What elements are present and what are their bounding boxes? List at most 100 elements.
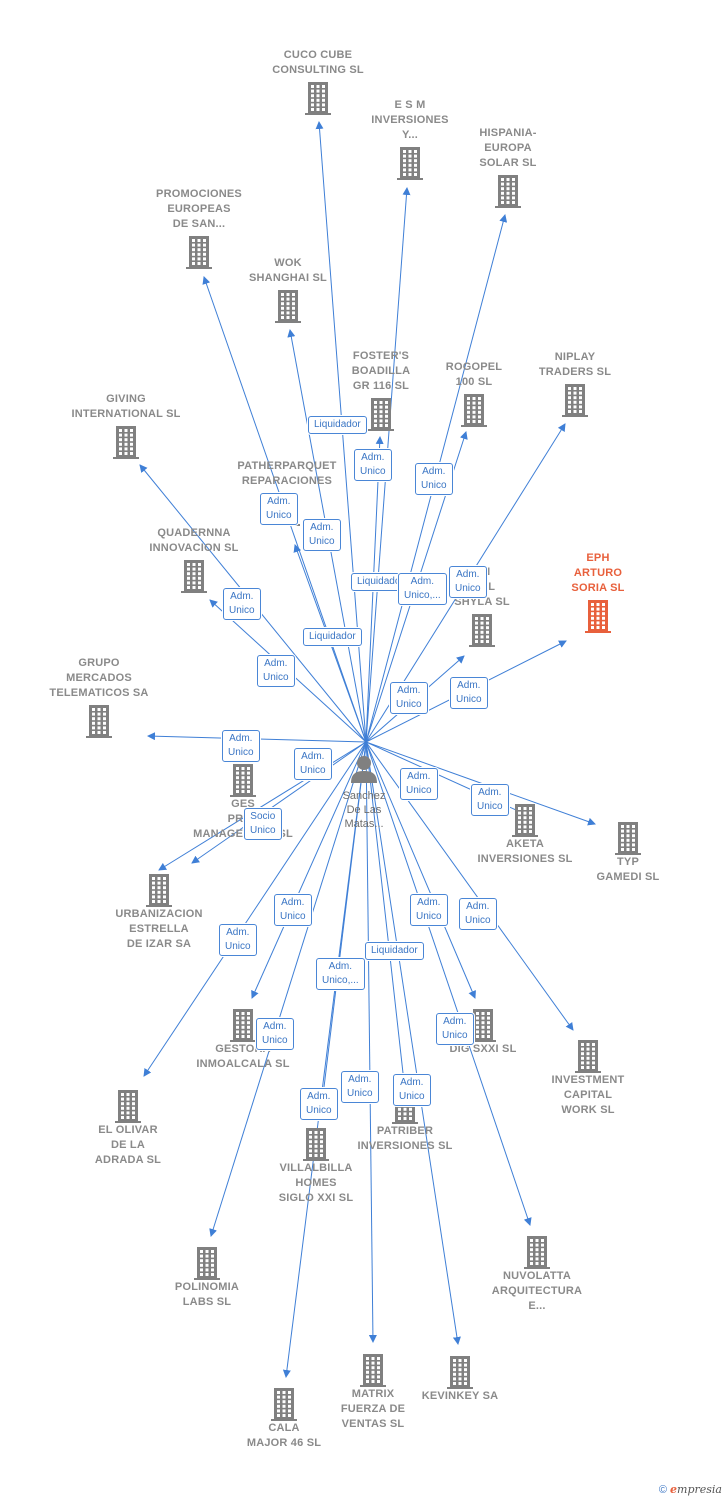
company-label-line: GR 116 SL [352,380,410,392]
person-node[interactable]: Sanchez De Las Matas... [309,754,419,831]
company-label-line: DE IZAR SA [126,938,192,950]
role-tag: Adm.Unico [390,682,428,714]
company-label-line: NIPLAY [554,351,596,363]
building-icon [575,1040,601,1073]
company-label-line: ESTRELLA [129,923,189,935]
company-label-line: PROMOCIONES [156,188,242,200]
company-label-line: EL OLIVAR [98,1124,158,1136]
building-icon [186,236,212,269]
company-label-line: INVESTMENT [551,1074,625,1086]
role-tag: Adm.Unico [260,493,298,525]
person-label: Sanchez De Las Matas... [309,789,419,831]
company-label-line: INTERNATIONAL SL [71,408,181,420]
building-icon [194,1247,220,1280]
company-label-line: PATHERPARQUET [237,460,337,472]
company-label-line: CONSULTING SL [272,64,364,76]
building-icon [303,1128,329,1161]
edge-nuvolatta [365,741,532,1226]
company-label-line: EUROPEAS [167,203,231,215]
company-label-line: HOMES [295,1177,337,1189]
footer-credit[interactable]: © empresia [659,1483,722,1496]
role-tag: Adm.Unico [219,924,257,956]
role-tag: Adm.Unico [450,677,488,709]
edge-cala [282,741,367,1378]
edge-polinomia [209,741,367,1237]
person-label-line: Matas... [344,818,384,830]
company-label-line: DE LA [111,1139,145,1151]
building-icon [305,82,331,115]
company-label-line: INVERSIONES SL [477,853,573,865]
company-node-dig[interactable]: DIG SXXI SL [418,1005,548,1057]
company-label-line: LABS SL [182,1296,232,1308]
building-icon [470,1009,496,1042]
role-tag: Adm.Unico [354,449,392,481]
company-label-line: MANAGEMENT SL [193,828,293,840]
company-label-line: AKETA [505,838,545,850]
company-label-line: EUROPA [484,142,532,154]
empresia-logo: empresia [670,1483,722,1496]
company-label-line: MERCADOS [66,672,132,684]
role-tag: Adm.Unico [415,463,453,495]
edge-typ [365,741,596,826]
company-node-aketa[interactable]: AKETA INVERSIONES SL [460,800,590,867]
role-tag: Adm.Unico [393,1074,431,1106]
building-icon [512,804,538,837]
company-label-line: ROGOPEL [445,361,503,373]
company-node-kevinkey[interactable]: KEVINKEY SA [395,1352,525,1404]
role-tag: Adm.Unico [436,1013,474,1045]
company-label-line: DIG SXXI SL [449,1043,517,1055]
company-label: PATHERPARQUET REPARACIONES [222,459,352,489]
edge-dig [365,741,476,999]
role-tag: Liquidador [351,573,410,591]
role-tag: Adm.Unico [257,655,295,687]
company-label-line: REPARACIONES [241,475,333,487]
building-icon [230,1009,256,1042]
role-tag: Adm.Unico [459,898,497,930]
copyright-symbol: © [658,1484,667,1496]
building-icon [447,1356,473,1389]
building-icon [115,1090,141,1123]
role-tag: Adm.Unico [294,748,332,780]
role-tag: Adm.Unico [471,784,509,816]
company-label-line: INVERSIONES [371,114,449,126]
building-icon [230,764,256,797]
company-label-line: Y... [401,129,419,141]
company-label-line: GES [231,798,255,810]
role-tag: Liquidador [303,628,362,646]
company-label-line: GRUPO [78,657,120,669]
edge-matrix [365,741,377,1343]
role-tag: Adm.Unico [449,566,487,598]
